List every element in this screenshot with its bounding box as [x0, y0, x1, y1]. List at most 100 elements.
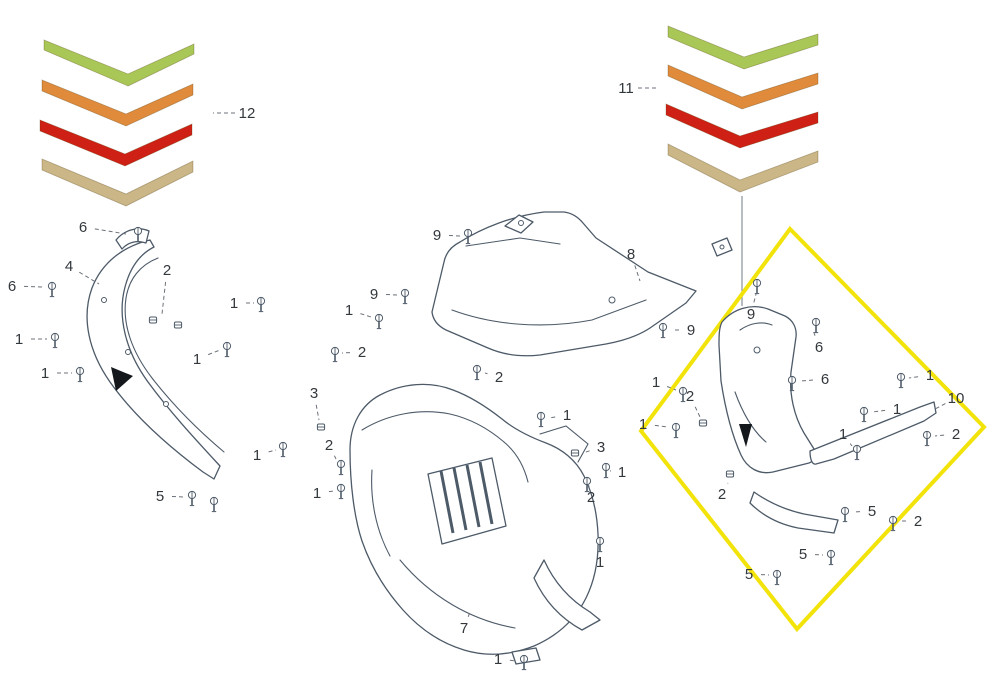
highlight-diamond [638, 225, 987, 633]
leader-line [753, 293, 757, 303]
callout-label-11: 11 [618, 80, 634, 97]
callout-label-1: 1 [596, 554, 604, 571]
screw-icon [772, 569, 782, 586]
trim-strip-orange [41, 79, 194, 127]
screw-icon [278, 441, 288, 458]
leader-line [582, 450, 590, 454]
screw-icon [400, 288, 410, 305]
callout-label-9: 9 [687, 322, 695, 339]
leader-line [812, 329, 816, 336]
leader-line [484, 372, 488, 375]
callout-label-1: 1 [193, 351, 201, 368]
screw-icon [209, 496, 219, 513]
side-panel-contour [734, 391, 767, 443]
screw-icon [896, 372, 906, 389]
leader-line [315, 404, 320, 421]
screw-icon [47, 281, 57, 298]
callout-label-6: 6 [8, 278, 16, 295]
clip-icon [316, 423, 326, 431]
screw-icon [50, 332, 60, 349]
trim-strips-left [39, 39, 195, 207]
callout-label-12: 12 [239, 105, 256, 122]
screw-icon [256, 296, 266, 313]
callout-label-5: 5 [868, 503, 876, 520]
side-panel-body [718, 306, 816, 474]
screw-icon [374, 313, 384, 330]
mount-hole [163, 401, 169, 407]
direction-arrow [111, 367, 133, 391]
callout-label-5: 5 [799, 546, 807, 563]
callout-label-6: 6 [79, 219, 87, 236]
leader-line [654, 424, 669, 428]
screw-icon [222, 341, 232, 358]
leader-line [161, 281, 167, 315]
leader-line [385, 294, 398, 296]
leader-line [694, 406, 701, 418]
floor-panel-rib [465, 237, 561, 247]
leader-line [333, 455, 337, 460]
mount-hole [101, 297, 107, 303]
mount-hole [753, 346, 761, 354]
mount-hole [125, 349, 131, 355]
screw-icon [536, 411, 546, 428]
trim-strip-green [667, 25, 819, 70]
leader-line [634, 265, 641, 282]
callout-label-1: 1 [563, 407, 571, 424]
callout-label-2: 2 [914, 513, 922, 530]
leader-line [79, 271, 100, 285]
callout-label-1: 1 [893, 401, 901, 418]
callout-label-5: 5 [745, 566, 753, 583]
screw-icon [671, 422, 681, 439]
callout-label-2: 2 [358, 344, 366, 361]
callout-label-9: 9 [370, 286, 378, 303]
floor-panel-body [431, 211, 697, 357]
cowl-top-contour [361, 411, 505, 443]
screw-icon [852, 444, 862, 461]
moulding-inner-rail [124, 257, 225, 453]
leader-line [94, 228, 127, 235]
cowl-left-contour [371, 469, 391, 557]
screw-icon [811, 317, 821, 334]
screw-icon [658, 322, 668, 339]
callout-label-9: 9 [433, 227, 441, 244]
callout-label-2: 2 [952, 426, 960, 443]
trim-strip-red [665, 103, 819, 149]
mount-hole [518, 220, 524, 226]
clip-icon [725, 470, 735, 478]
screw-icon [330, 346, 340, 363]
cowl-beak [539, 425, 589, 463]
floor-panel-rib [451, 299, 647, 326]
callout-label-3: 3 [310, 385, 318, 402]
callout-label-9: 9 [747, 306, 755, 323]
mount-hole [608, 296, 616, 304]
leader-line [509, 659, 517, 662]
callout-label-1: 1 [15, 331, 23, 348]
cowl-side-flap [533, 559, 601, 631]
callout-label-6: 6 [815, 339, 823, 356]
leader-line [871, 409, 886, 413]
leader-line [908, 376, 919, 379]
leader-line [666, 386, 677, 391]
leader-line [448, 235, 461, 237]
callout-label-8: 8 [627, 246, 635, 263]
screw-icon [336, 483, 346, 500]
leader-line [23, 285, 43, 288]
leader-line [171, 496, 185, 498]
direction-arrow [739, 424, 752, 447]
callout-label-1: 1 [313, 485, 321, 502]
cowl-bottom-contour [399, 559, 516, 629]
mount-hole [719, 244, 725, 250]
screw-icon [472, 364, 482, 381]
side-panel-part [711, 237, 937, 534]
left-moulding-part [86, 228, 225, 480]
callout-label-2: 2 [325, 437, 333, 454]
side-panel-lower-bracket [749, 491, 839, 534]
callout-label-2: 2 [718, 486, 726, 503]
screw-icon [859, 406, 869, 423]
clip-icon [570, 449, 580, 457]
callout-label-2: 2 [495, 369, 503, 386]
callout-label-2: 2 [587, 489, 595, 506]
callout-label-1: 1 [230, 295, 238, 312]
